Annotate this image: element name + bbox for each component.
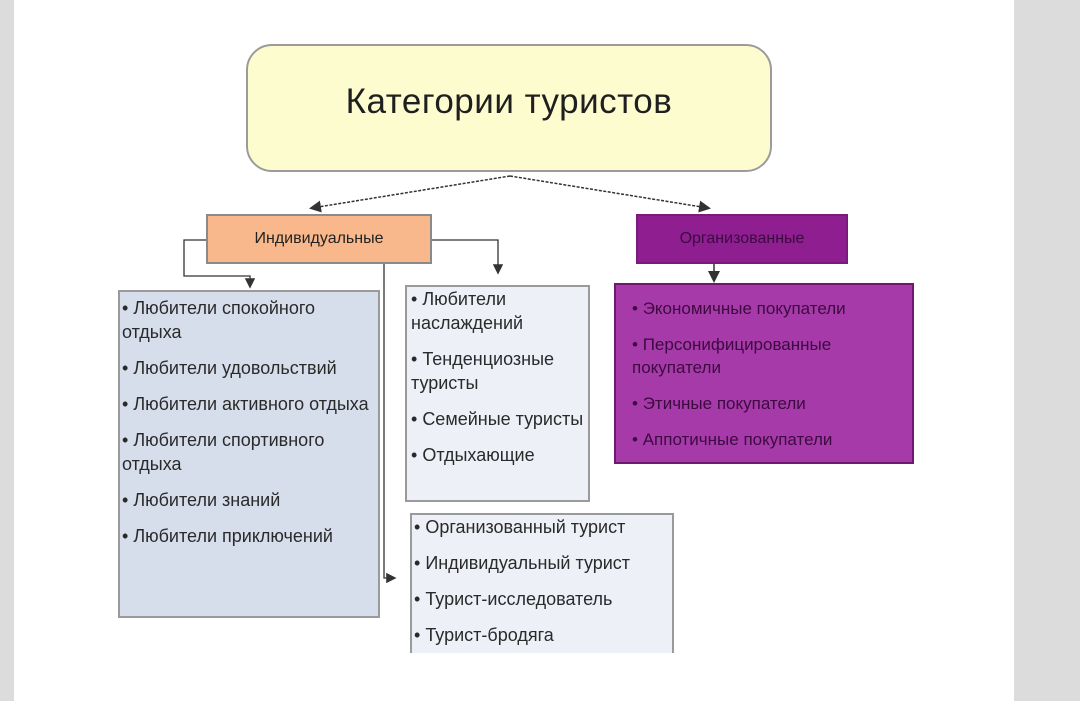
lovers-list-box: Любители спокойного отдыха Любители удов… <box>118 290 380 618</box>
list-item: Индивидуальный турист <box>414 551 668 575</box>
list-item: Любители приключений <box>122 524 372 548</box>
category-organized: Организованные <box>636 214 848 264</box>
list-item: Любители наслаждений <box>411 287 584 335</box>
list-item: Любители удовольствий <box>122 356 372 380</box>
diagram-title: Категории туристов <box>345 82 673 121</box>
title-box: Категории туристов <box>246 44 772 172</box>
list-item: Аппотичные покупатели <box>632 428 906 451</box>
list-item: Любители активного отдыха <box>122 392 372 416</box>
pleasure-list-box: Любители наслаждений Тенденциозные турис… <box>405 285 590 502</box>
tourist-types-list-box: Организованный турист Индивидуальный тур… <box>410 513 674 653</box>
category-individual: Индивидуальные <box>206 214 432 264</box>
list-item: Любители спокойного отдыха <box>122 296 372 344</box>
list-item: Отдыхающие <box>411 443 584 467</box>
list-item: Организованный турист <box>414 515 668 539</box>
list-item: Турист-бродяга <box>414 623 668 647</box>
category-individual-label: Индивидуальные <box>254 230 384 247</box>
list-item: Любители знаний <box>122 488 372 512</box>
list-item: Тенденциозные туристы <box>411 347 584 395</box>
category-organized-label: Организованные <box>679 230 805 247</box>
list-item: Персонифицированные покупатели <box>632 333 906 379</box>
buyers-list-box: Экономичные покупатели Персонифицированн… <box>614 283 914 464</box>
list-item: Семейные туристы <box>411 407 584 431</box>
list-item: Экономичные покупатели <box>632 297 906 320</box>
list-item: Турист-исследователь <box>414 587 668 611</box>
list-item: Этичные покупатели <box>632 392 906 415</box>
list-item: Любители спортивного отдыха <box>122 428 372 476</box>
